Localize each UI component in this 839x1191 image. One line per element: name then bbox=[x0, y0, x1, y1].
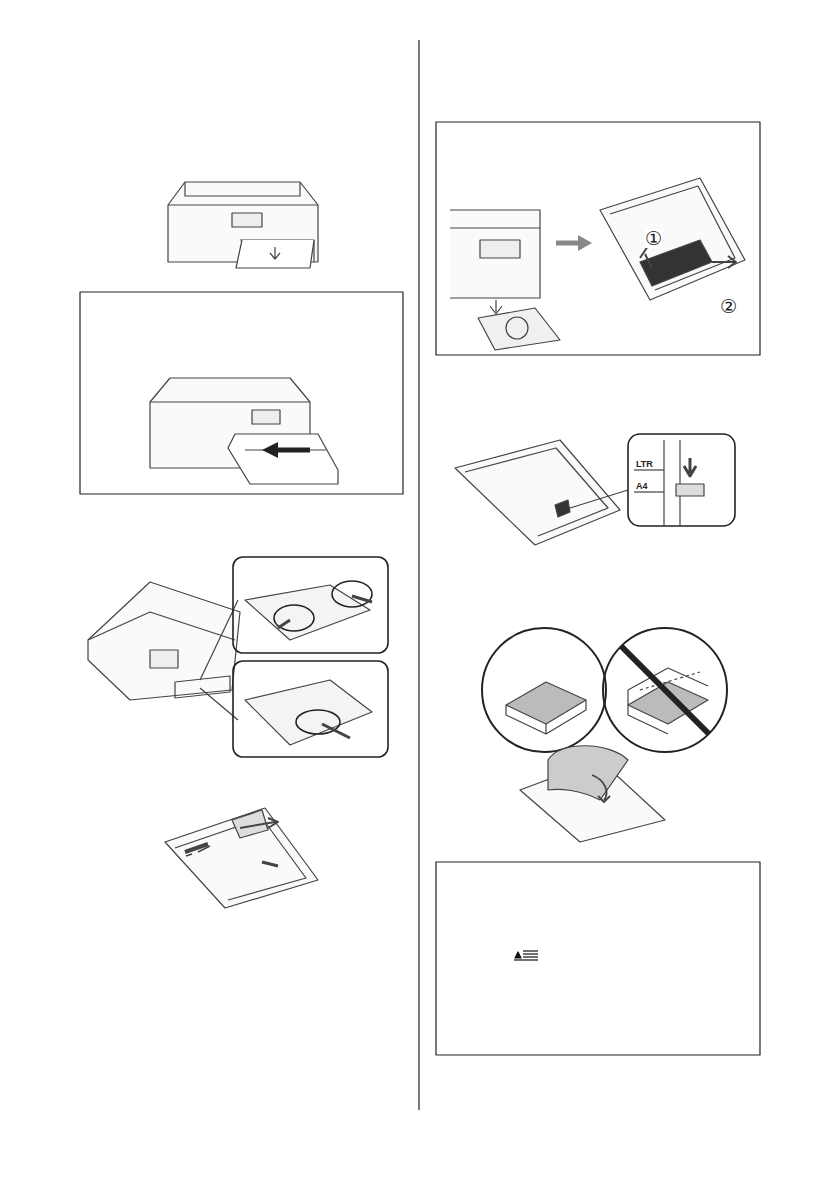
callout-number: ① bbox=[645, 229, 662, 248]
paper-size-mark: LTR bbox=[636, 460, 653, 469]
edge-guide-icon bbox=[514, 951, 538, 960]
paper-size-mark: A4 bbox=[636, 482, 648, 491]
printer-tray-figure bbox=[150, 378, 338, 484]
printer-callout-figure bbox=[88, 557, 388, 757]
cd-tray-figure bbox=[450, 178, 745, 350]
callout-number: ② bbox=[720, 297, 737, 316]
note-box bbox=[436, 862, 760, 1055]
note-box bbox=[80, 292, 403, 494]
paper-cassette-figure bbox=[165, 808, 318, 908]
column-divider bbox=[418, 40, 419, 1110]
printer-figure bbox=[168, 182, 318, 268]
cassette-size-figure bbox=[455, 434, 735, 545]
paper-loading-figure bbox=[482, 628, 727, 842]
note-box bbox=[436, 122, 760, 355]
